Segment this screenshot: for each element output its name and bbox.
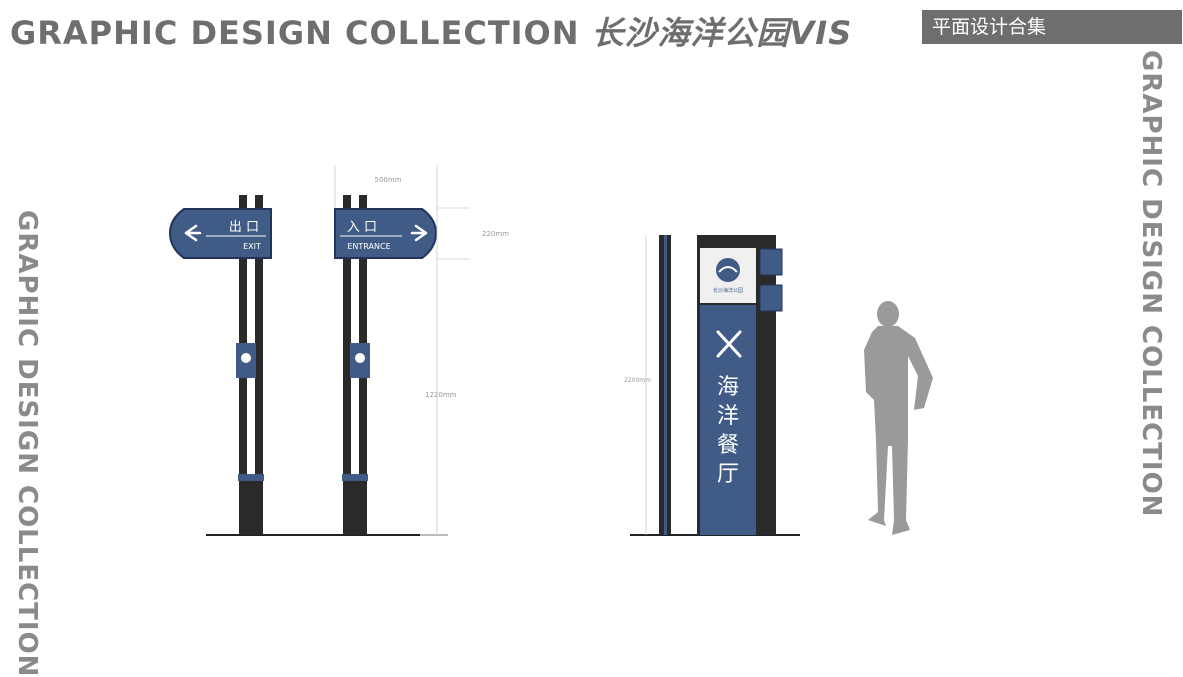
dim-totem-height: 2200mm: [624, 377, 651, 384]
entrance-label-en: ENTRANCE: [347, 242, 390, 251]
totem-side-edge: [664, 235, 667, 535]
dimension-guides: 500mm 220mm 1220mm: [334, 165, 509, 535]
category-badge: 平面设计合集: [922, 10, 1182, 44]
dim-post-height: 1220mm: [425, 391, 457, 399]
title-cn: 长沙海洋公园VIS: [591, 14, 853, 52]
exit-post-base: [239, 481, 263, 535]
human-silhouette: [864, 301, 933, 535]
entrance-sign-post: 入 口 ENTRANCE: [334, 195, 438, 535]
totem-char-2: 洋: [717, 404, 739, 429]
exit-arrow-left-icon: [184, 224, 202, 242]
entrance-sign-panel: [334, 208, 438, 259]
exit-label-cn: 出 口: [229, 220, 259, 235]
totem-char-3: 餐: [717, 433, 739, 458]
fork-knife-icon: [716, 330, 742, 358]
entrance-post-band: [342, 474, 368, 481]
totem-logo-icon: [716, 258, 740, 282]
exit-post-band: [238, 474, 264, 481]
exit-post-logo-icon: [241, 353, 251, 363]
dim-width: 500mm: [375, 176, 402, 184]
entrance-post-logo-icon: [355, 353, 365, 363]
exit-label-en: EXIT: [243, 242, 261, 251]
entrance-post-left: [343, 195, 351, 495]
restaurant-totem-front: 长沙海洋公园 海 洋 餐 厅: [697, 235, 783, 535]
entrance-arrow-right-icon: [410, 224, 428, 242]
dim-panel-height: 220mm: [482, 230, 509, 238]
exit-sign-post: 出 口 EXIT: [168, 195, 272, 535]
entrance-post-base: [343, 481, 367, 535]
totem-logo-text: 长沙海洋公园: [713, 287, 743, 294]
restaurant-totem-side: 2200mm: [624, 235, 671, 535]
exit-post-right: [255, 195, 263, 495]
page-title: GRAPHIC DESIGN COLLECTION 长沙海洋公园VIS: [10, 8, 852, 54]
exit-sign-panel: [168, 208, 272, 259]
totem-side-box-2: [759, 284, 783, 312]
totem-side-box-1: [759, 248, 783, 276]
entrance-label-cn: 入 口: [347, 220, 377, 235]
totem-char-4: 厅: [717, 462, 739, 487]
title-en: GRAPHIC DESIGN COLLECTION: [10, 14, 580, 52]
totem-char-1: 海: [717, 375, 739, 400]
